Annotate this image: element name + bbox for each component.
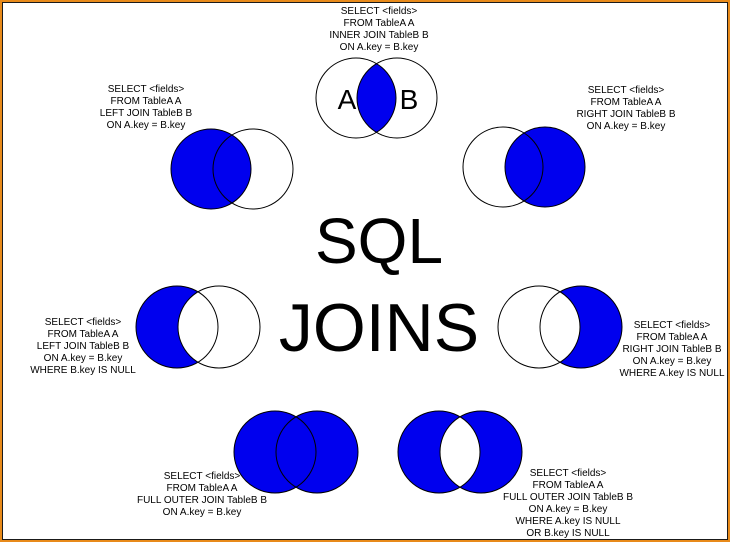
caption-line: FULL OUTER JOIN TableB B xyxy=(137,495,267,506)
title-sql: SQL xyxy=(315,205,443,277)
circle-a xyxy=(397,410,481,494)
caption-line: FROM TableA A xyxy=(111,96,182,107)
caption-inner-join: SELECT <fields> FROM TableA A INNER JOIN… xyxy=(329,6,429,53)
sql-joins-diagram: A B SELECT <fields> FROM TableA A INNER … xyxy=(30,6,725,539)
caption-line: SELECT <fields> xyxy=(341,6,418,17)
caption-line: ON A.key = B.key xyxy=(340,42,419,53)
circle-a xyxy=(170,128,252,210)
caption-right-excluding-join: SELECT <fields> FROM TableA A RIGHT JOIN… xyxy=(619,320,724,379)
caption-line: FROM TableA A xyxy=(344,18,415,29)
region-a xyxy=(171,129,251,209)
caption-line: ON A.key = B.key xyxy=(529,504,608,515)
caption-line: RIGHT JOIN TableB B xyxy=(576,109,675,120)
caption-line: LEFT JOIN TableB B xyxy=(37,341,130,352)
region-a-white xyxy=(498,286,580,368)
intersection-white xyxy=(440,411,480,493)
caption-line: WHERE A.key IS NULL xyxy=(515,516,620,527)
caption-line: INNER JOIN TableB B xyxy=(329,30,429,41)
venn-full-outer-excluding-join xyxy=(397,410,523,494)
circle-b xyxy=(539,285,623,369)
circle-b xyxy=(212,128,294,210)
region-b-white xyxy=(178,286,260,368)
caption-line: ON A.key = B.key xyxy=(107,120,186,131)
caption-line: ON A.key = B.key xyxy=(163,507,242,518)
circle-b xyxy=(275,410,359,494)
venn-inner-join: A B xyxy=(315,57,438,139)
caption-line: FROM TableA A xyxy=(48,329,119,340)
caption-line: SELECT <fields> xyxy=(164,471,241,482)
caption-line: SELECT <fields> xyxy=(634,320,711,331)
caption-line: SELECT <fields> xyxy=(108,84,185,95)
region-b xyxy=(505,127,585,207)
title-joins: JOINS xyxy=(279,290,479,366)
circle-b xyxy=(504,126,586,208)
caption-line: FROM TableA A xyxy=(533,480,604,491)
caption-right-join: SELECT <fields> FROM TableA A RIGHT JOIN… xyxy=(576,85,675,132)
label-b: B xyxy=(400,84,419,115)
caption-full-outer-join: SELECT <fields> FROM TableA A FULL OUTER… xyxy=(137,471,267,518)
caption-line: ON A.key = B.key xyxy=(633,356,712,367)
caption-line: OR B.key IS NULL xyxy=(526,528,610,539)
venn-left-join xyxy=(170,128,294,210)
circle-a xyxy=(497,285,581,369)
caption-line: FROM TableA A xyxy=(591,97,662,108)
circle-a xyxy=(135,285,219,369)
intersection-region xyxy=(357,58,396,138)
caption-left-join: SELECT <fields> FROM TableA A LEFT JOIN … xyxy=(100,84,193,131)
venn-left-excluding-join xyxy=(135,285,261,369)
region-b xyxy=(276,411,358,493)
caption-line: FROM TableA A xyxy=(167,483,238,494)
venn-full-outer-join xyxy=(233,410,359,494)
circle-b xyxy=(177,285,261,369)
caption-line: WHERE A.key IS NULL xyxy=(619,368,724,379)
label-a: A xyxy=(338,84,357,115)
caption-line: ON A.key = B.key xyxy=(44,353,123,364)
caption-line: FULL OUTER JOIN TableB B xyxy=(503,492,633,503)
caption-line: FROM TableA A xyxy=(637,332,708,343)
caption-line: WHERE B.key IS NULL xyxy=(30,365,136,376)
caption-line: SELECT <fields> xyxy=(530,468,607,479)
caption-line: ON A.key = B.key xyxy=(587,121,666,132)
circle-a xyxy=(315,57,397,139)
circle-a xyxy=(462,126,544,208)
venn-right-join xyxy=(462,126,586,208)
circle-b xyxy=(439,410,523,494)
caption-left-excluding-join: SELECT <fields> FROM TableA A LEFT JOIN … xyxy=(30,317,136,376)
caption-line: SELECT <fields> xyxy=(45,317,122,328)
circle-a xyxy=(233,410,317,494)
caption-line: LEFT JOIN TableB B xyxy=(100,108,193,119)
caption-full-outer-excluding-join: SELECT <fields> FROM TableA A FULL OUTER… xyxy=(503,468,633,539)
venn-right-excluding-join xyxy=(497,285,623,369)
circle-b xyxy=(356,57,438,139)
caption-line: RIGHT JOIN TableB B xyxy=(622,344,721,355)
caption-line: SELECT <fields> xyxy=(588,85,665,96)
diagram-canvas: A B SELECT <fields> FROM TableA A INNER … xyxy=(3,3,727,539)
